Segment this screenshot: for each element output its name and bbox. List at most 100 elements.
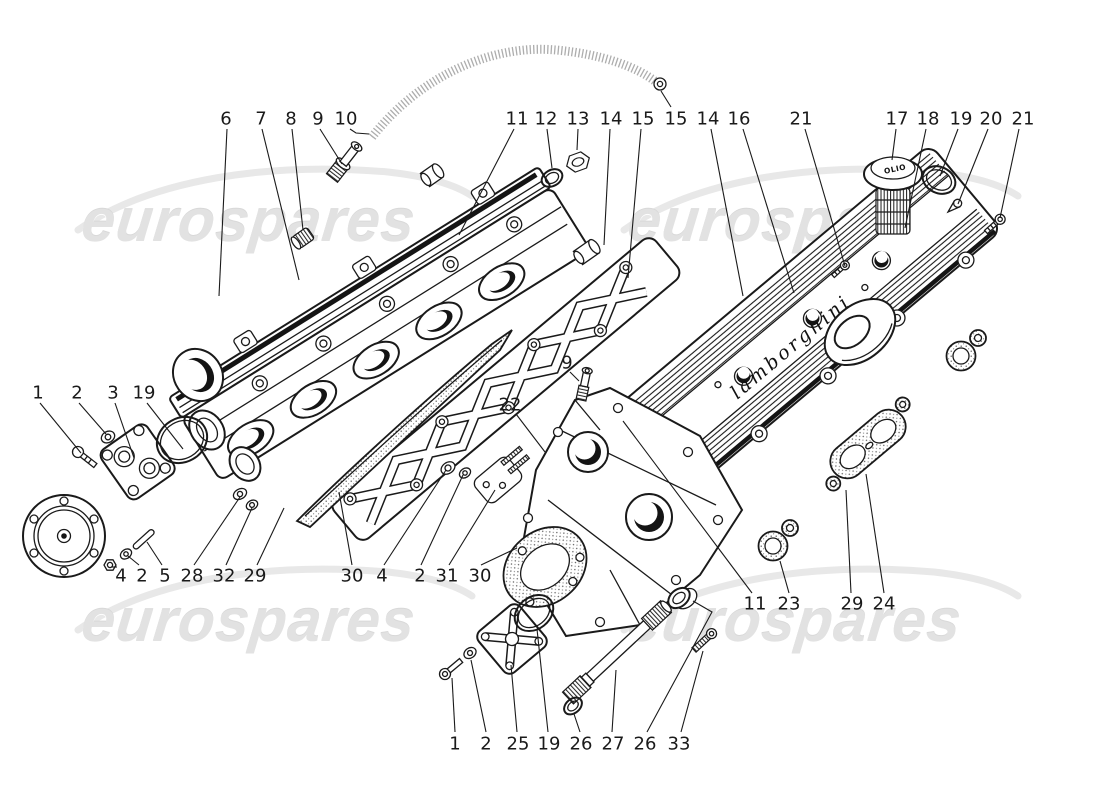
part-number-12[interactable]: 12 — [535, 109, 558, 130]
part-number-30[interactable]: 30 — [469, 566, 492, 587]
callout-leader-29 — [256, 507, 285, 566]
keyhole-gasket-23 — [757, 519, 799, 562]
hex-plug-13 — [566, 151, 590, 173]
cover-bolt — [71, 445, 98, 469]
part-number-9[interactable]: 9 — [312, 109, 323, 130]
part-number-28[interactable]: 28 — [181, 566, 204, 587]
part-number-5[interactable]: 5 — [159, 566, 170, 587]
cam-bore-upper — [567, 431, 609, 473]
pipe-seal-lower — [563, 696, 583, 716]
part-number-15[interactable]: 15 — [632, 109, 655, 130]
part-number-14[interactable]: 14 — [600, 109, 623, 130]
callout-leader-28 — [193, 496, 241, 566]
callout-leader-9 — [569, 371, 580, 382]
part-number-7[interactable]: 7 — [255, 109, 266, 130]
part-number-24[interactable]: 24 — [873, 594, 896, 615]
part-number-6[interactable]: 6 — [220, 109, 231, 130]
cam-bore-lower — [625, 493, 673, 541]
washer-28 — [232, 487, 248, 501]
part-number-8[interactable]: 8 — [285, 109, 296, 130]
part-number-19[interactable]: 19 — [950, 109, 973, 130]
part-number-3[interactable]: 3 — [107, 383, 118, 404]
part-number-21[interactable]: 21 — [790, 109, 813, 130]
part-number-29[interactable]: 29 — [841, 594, 864, 615]
part-number-11[interactable]: 11 — [506, 109, 529, 130]
callout-leader-29 — [845, 489, 852, 594]
seal-strip — [295, 329, 513, 529]
breather-elbow — [823, 298, 897, 366]
part-number-26[interactable]: 26 — [634, 734, 657, 755]
callout-leader-2 — [78, 402, 107, 435]
part-number-2[interactable]: 2 — [136, 566, 147, 587]
part-number-22[interactable]: 22 — [499, 395, 522, 416]
part-number-2[interactable]: 2 — [71, 383, 82, 404]
part-number-4[interactable]: 4 — [376, 566, 387, 587]
washer-2d — [463, 646, 477, 660]
stud-9 — [575, 366, 593, 402]
callout-leader-30 — [480, 547, 518, 566]
part-number-23[interactable]: 23 — [778, 594, 801, 615]
part-number-14[interactable]: 14 — [697, 109, 720, 130]
part-number-13[interactable]: 13 — [567, 109, 590, 130]
part-number-15[interactable]: 15 — [665, 109, 688, 130]
part-number-30[interactable]: 30 — [341, 566, 364, 587]
stud-plate — [473, 445, 531, 504]
keyhole-gasket-right — [945, 329, 987, 372]
part-number-17[interactable]: 17 — [886, 109, 909, 130]
callout-leader-19 — [536, 628, 549, 733]
callout-leader-10 — [349, 128, 370, 135]
callout-leader-26 — [573, 713, 581, 733]
callout-leader-3 — [114, 402, 135, 459]
part-number-2[interactable]: 2 — [414, 566, 425, 587]
part-number-20[interactable]: 20 — [980, 109, 1003, 130]
bung-b — [572, 238, 601, 266]
callout-leader-21 — [999, 128, 1020, 219]
cover-o-ring — [513, 593, 555, 633]
banjo-fitting — [325, 141, 363, 184]
part-number-9[interactable]: 9 — [561, 353, 572, 374]
callout-leader-30 — [338, 491, 353, 566]
part-number-27[interactable]: 27 — [602, 734, 625, 755]
callout-leader-7 — [261, 128, 300, 281]
callout-leader-2 — [470, 659, 487, 733]
part-number-31[interactable]: 31 — [436, 566, 459, 587]
round-end-cover — [22, 494, 106, 578]
callout-leader-24 — [865, 473, 885, 594]
seal-ring-12 — [540, 168, 564, 188]
part-number-32[interactable]: 32 — [213, 566, 236, 587]
part-number-2[interactable]: 2 — [480, 734, 491, 755]
part-number-18[interactable]: 18 — [917, 109, 940, 130]
callout-leader-15 — [660, 90, 672, 108]
part-number-25[interactable]: 25 — [507, 734, 530, 755]
port-gasket-24 — [825, 396, 911, 492]
callout-leader-27 — [611, 669, 617, 733]
part-number-19[interactable]: 19 — [133, 383, 156, 404]
head-small-ports — [251, 216, 523, 392]
callout-leader-16 — [742, 128, 795, 294]
callout-leader-25 — [510, 664, 518, 733]
part-number-1[interactable]: 1 — [32, 383, 43, 404]
callout-leader-2 — [127, 555, 140, 566]
callout-leader-4 — [383, 469, 447, 566]
part-number-1[interactable]: 1 — [449, 734, 460, 755]
part-number-11[interactable]: 11 — [744, 594, 767, 615]
part-number-10[interactable]: 10 — [335, 109, 358, 130]
part-number-21[interactable]: 21 — [1012, 109, 1035, 130]
callout-leader-33 — [680, 650, 704, 733]
callout-leader-31 — [448, 489, 496, 566]
castle-nut — [103, 559, 117, 571]
bung-a — [419, 163, 445, 188]
part-number-19[interactable]: 19 — [538, 734, 561, 755]
callout-leader-19 — [146, 402, 184, 450]
bolt-1b — [438, 657, 464, 681]
part-number-26[interactable]: 26 — [570, 734, 593, 755]
part-number-33[interactable]: 33 — [668, 734, 691, 755]
threaded-plug — [290, 227, 315, 250]
callout-leader-14 — [603, 128, 611, 246]
part-number-29[interactable]: 29 — [244, 566, 267, 587]
part-number-16[interactable]: 16 — [728, 109, 751, 130]
callout-leader-14 — [710, 128, 744, 297]
part-number-4[interactable]: 4 — [115, 566, 126, 587]
